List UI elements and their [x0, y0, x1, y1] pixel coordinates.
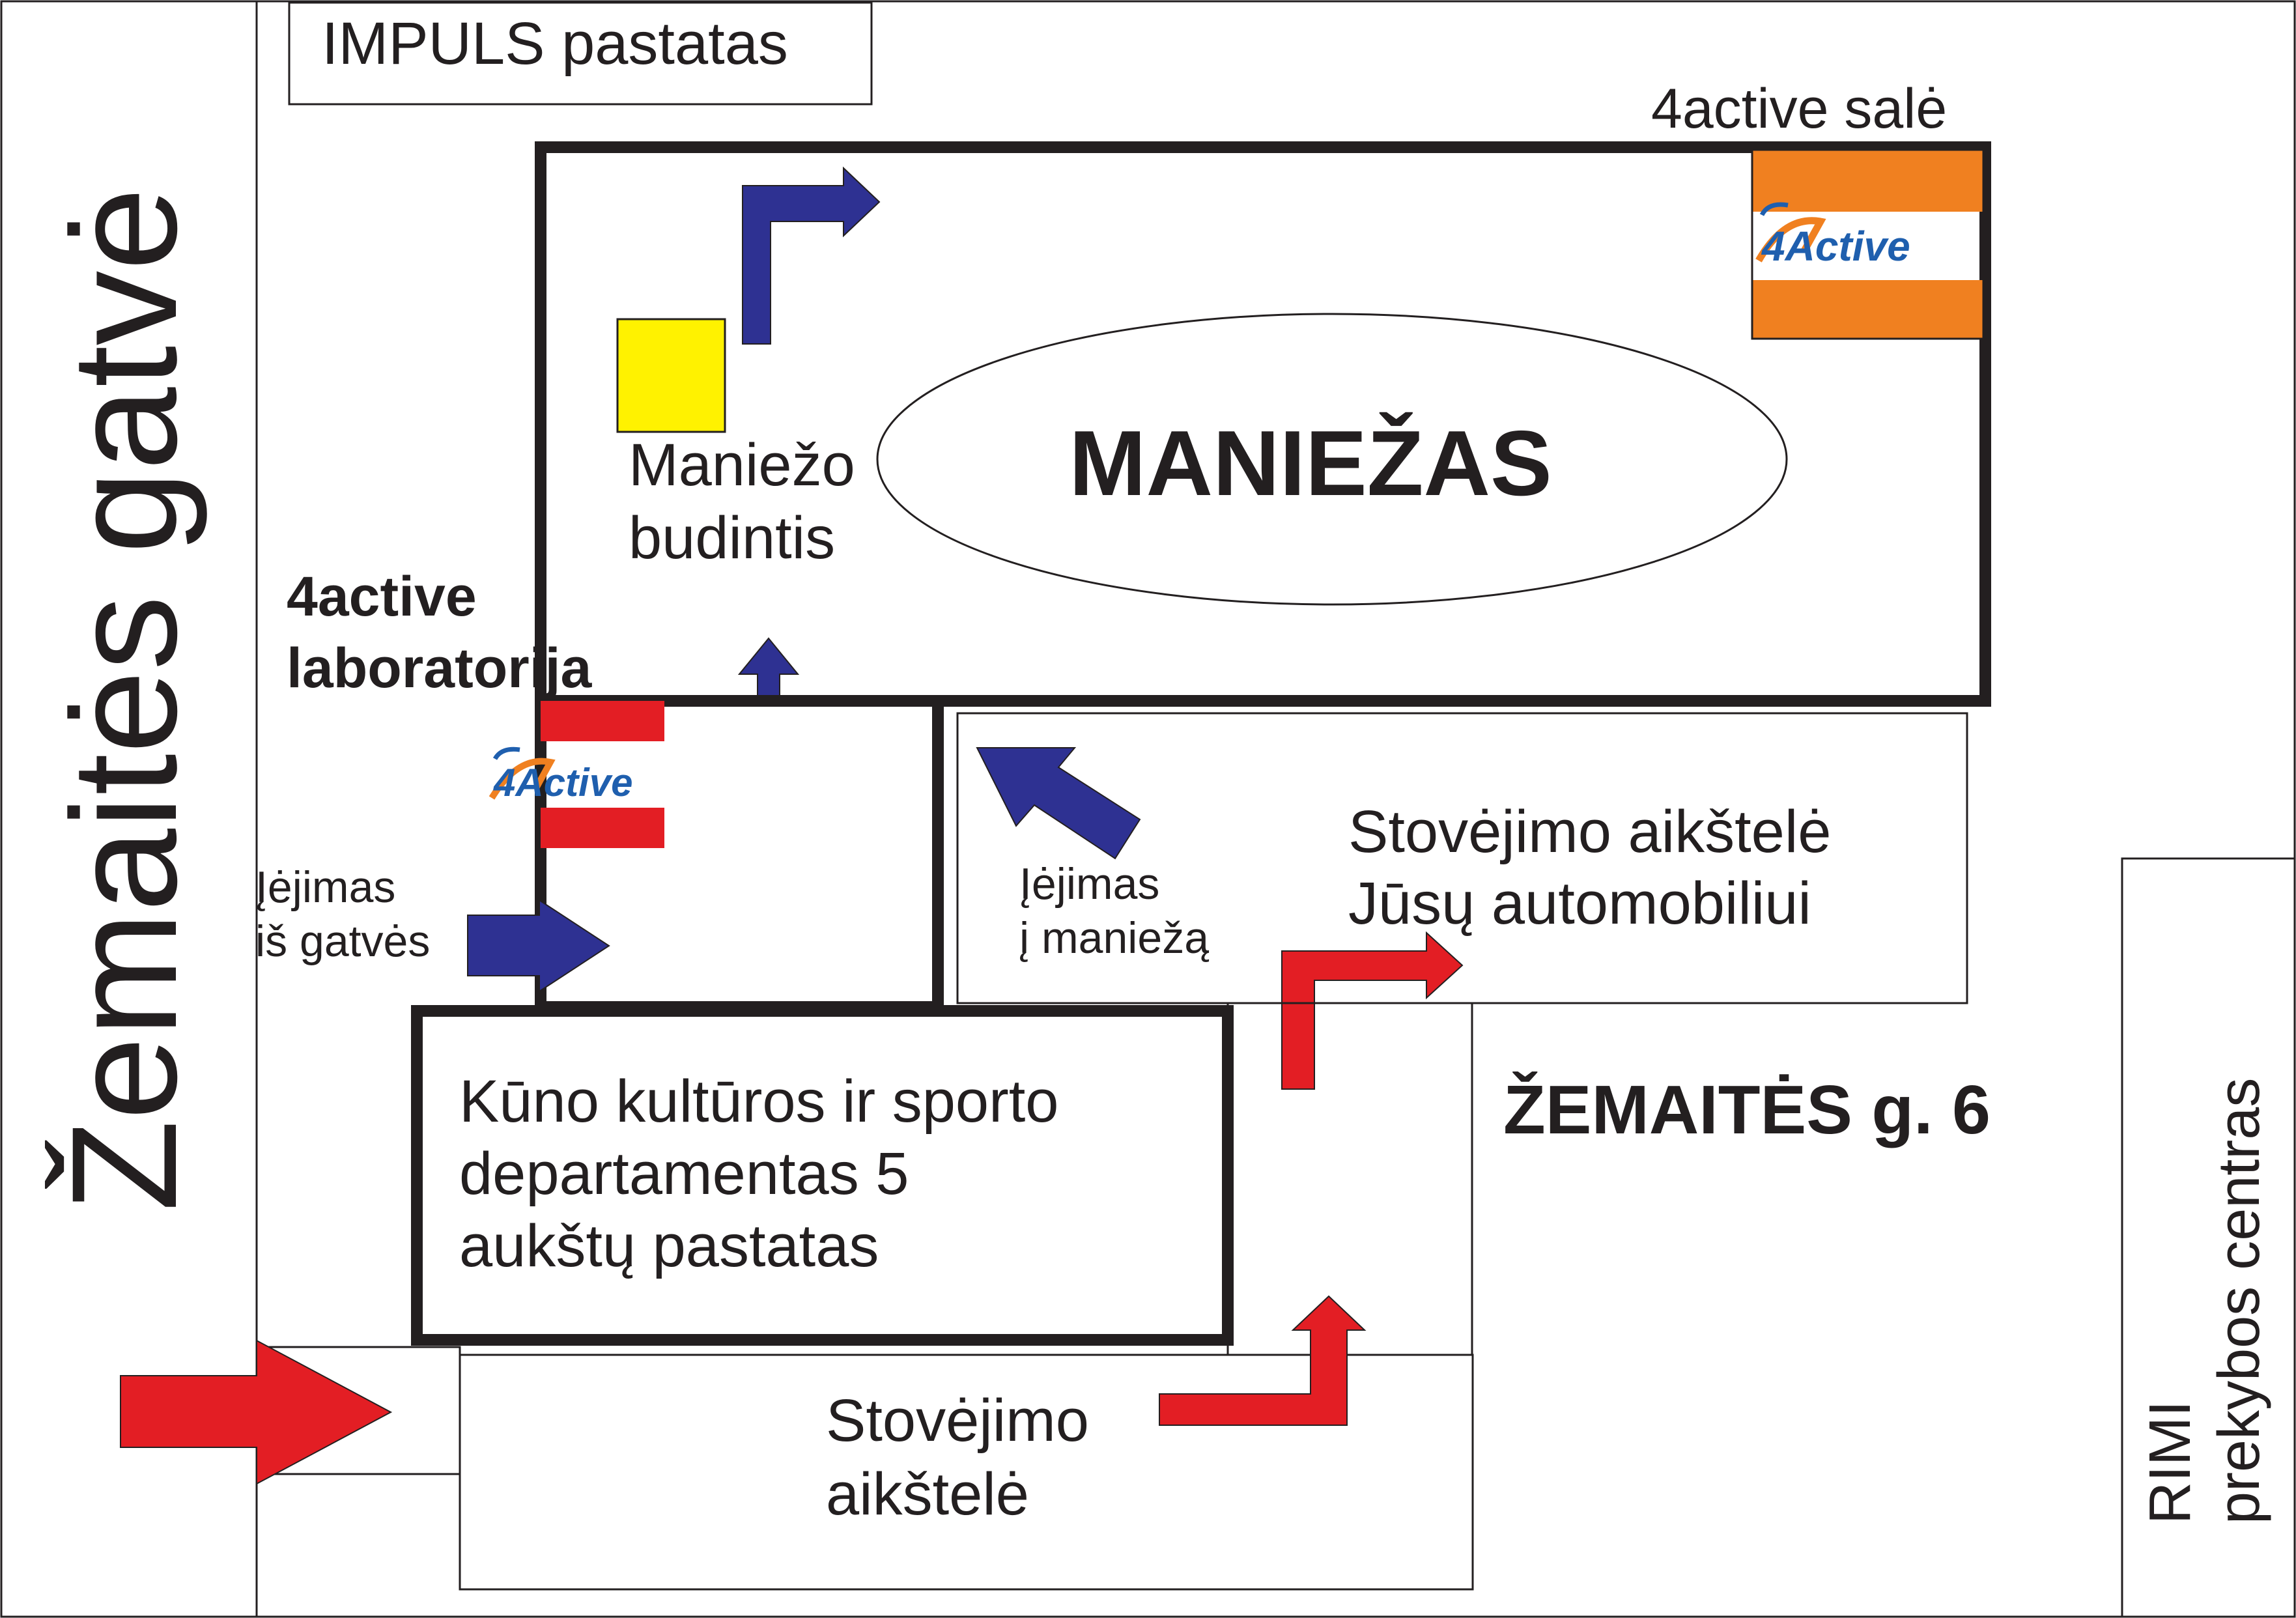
active-hall-block-top [1752, 150, 1983, 212]
entry-manege-line1: Įėjimas [1019, 859, 1159, 909]
parking-bottom-line1: Stovėjimo [826, 1387, 1089, 1454]
lab-stripe-bottom [541, 808, 664, 848]
building-label-line2: departamentas 5 [459, 1141, 909, 1207]
blue-entry-street-arrow [467, 899, 610, 993]
main-building [411, 1005, 1234, 1346]
red-entrance-arrow [120, 1339, 393, 1485]
lab-logo-text: 4Active [493, 761, 632, 804]
red-turn-arrow-middle [1281, 931, 1464, 1090]
logo-text: 4Active [1761, 223, 1910, 270]
red-turn-arrow-bottom [1159, 1295, 1367, 1426]
active-hall-block-bottom [1752, 280, 1983, 339]
parking-top-line2: Jūsų automobiliui [1348, 870, 1811, 937]
address-label: ŽEMAITĖS g. 6 [1503, 1072, 1991, 1148]
4active-logo-icon: 4Active [1755, 202, 1910, 270]
rimi-label-line2: prekybos centras [2207, 1078, 2272, 1524]
active-hall-label: 4active salė [1651, 78, 1947, 140]
active-hall-outline [1751, 149, 1985, 340]
lab-stripe-top [541, 701, 664, 741]
manege-title: MANIEŽAS [1069, 412, 1552, 515]
blue-turn-arrow-top [742, 166, 881, 345]
guard-label-line2: budintis [629, 505, 835, 571]
entry-street-line2: iš gatvės [255, 916, 430, 966]
building-label-line3: aukštų pastatas [459, 1213, 879, 1279]
rimi-label-line1: RIMI [2138, 1400, 2203, 1524]
guard-marker-icon [616, 318, 726, 433]
parking-area-top [956, 712, 1968, 1004]
lab-label-line1: 4active [287, 565, 477, 628]
building-label-line1: Kūno kultūros ir sporto [459, 1068, 1058, 1135]
impuls-label: IMPULS pastatas [322, 10, 788, 77]
guard-label-line1: Maniežo [629, 432, 855, 498]
parking-top-line1: Stovėjimo aikštelė [1348, 799, 1831, 865]
parking-bottom-line2: aikštelė [826, 1461, 1029, 1527]
entry-manege-line2: į maniežą [1019, 913, 1209, 963]
lab-4active-logo-icon: 4Active [489, 746, 632, 804]
street-name-label: Žemaitės gatvė [40, 188, 208, 1212]
blue-entry-manege-arrow [976, 747, 1141, 860]
impuls-building [288, 1, 873, 106]
rimi-building [2121, 857, 2296, 1618]
right-lot-outline [1226, 1002, 1473, 1359]
lab-building [535, 695, 944, 1013]
entry-street-line1: Įėjimas [255, 862, 395, 912]
lab-label-line2: laboratorija [287, 637, 593, 700]
manege-arena-oval [876, 313, 1788, 606]
